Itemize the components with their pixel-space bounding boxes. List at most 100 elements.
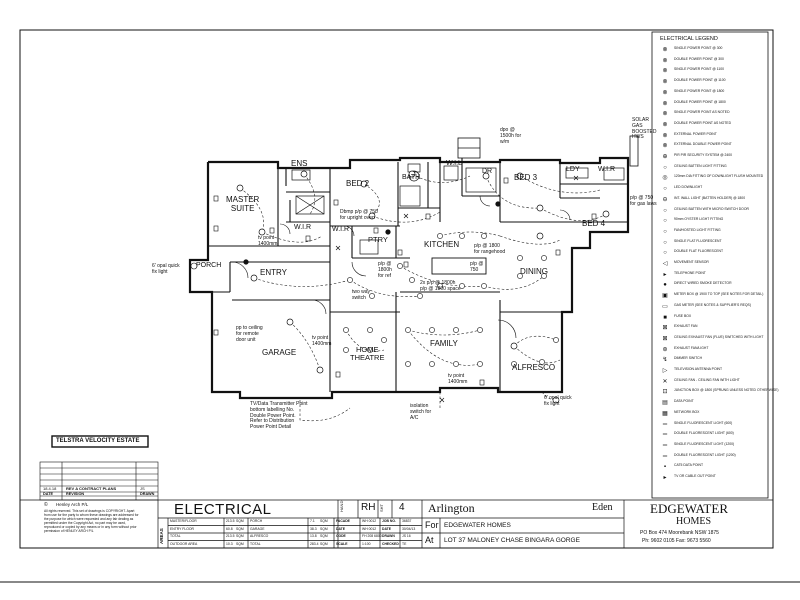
legend-label: CEILING FAN - CEILING FAN WITH LIGHT	[674, 377, 740, 382]
legend-label: EXTERNAL DOUBLE POWER POINT	[674, 142, 732, 147]
downlights	[343, 233, 559, 367]
legend-label: DOUBLE POWER POINT AS NOTED	[674, 120, 732, 125]
copyright-company: Henley Arch P/L	[56, 502, 89, 507]
ceiling-lights	[236, 170, 610, 374]
legend-label: SINGLE FLAT FLUORESCENT	[674, 238, 722, 243]
note-fridge: p/p @ 1800h for ref	[378, 261, 392, 279]
for-label: For	[425, 520, 439, 530]
legend-item: ⊗DOUBLE POWER POINT @ 1800	[656, 100, 766, 108]
legend-symbol-icon: ⊛	[662, 346, 668, 353]
room-label-ens: ENS	[291, 159, 308, 168]
note-dpo-washing-machine: dpo @ 1500h for w/m	[500, 127, 522, 145]
room-label-kitchen: KITCHEN	[424, 240, 460, 249]
legend-item: ▸TELEPHONE POINT	[656, 271, 766, 279]
legend-label: DOUBLE FLUORESCENT LIGHT (1200)	[674, 452, 736, 457]
legend-item: ■FUSE BOX	[656, 314, 766, 322]
legend-label: INT. WALL LIGHT (BATTEN HOLDER) @ 1800	[674, 195, 746, 200]
legend-label: EXHAUST FAN/LIGHT	[674, 345, 709, 350]
legend-item: ○LED DOWNLIGHT	[656, 185, 766, 193]
areas-cell: 213.5	[226, 519, 235, 523]
hand-label: HAND	[339, 500, 344, 512]
legend-item: ▣METER BOX @ 1900 TO TOP (SEE NOTES FOR …	[656, 292, 766, 300]
power-points	[213, 177, 597, 386]
legend-symbol-icon: ■	[663, 314, 667, 321]
room-label-entry: ENTRY	[260, 268, 287, 277]
job-cell: DATE	[382, 526, 391, 531]
legend-symbol-icon: ⊗	[662, 143, 668, 150]
legend-item: ○ SINGLE FLAT FLUORESCENT	[656, 239, 766, 247]
legend-symbol-icon: ═	[662, 421, 668, 428]
legend-label: CAT5 DATA POINT	[674, 463, 704, 468]
legend-label: METER BOX @ 1900 TO TOP (SEE NOTES FOR D…	[674, 292, 764, 297]
hand-value: RH	[361, 502, 376, 513]
room-label-bed2: BED 2	[346, 179, 370, 188]
legend-symbol-icon: ═	[662, 432, 668, 439]
areas-cell: 13.8	[310, 534, 317, 538]
legend-label: DATA POINT	[674, 399, 694, 404]
legend-label: GAS METER (SEE NOTES & SUPPLIER'S REQS)	[674, 302, 751, 307]
legend-label: DOUBLE POWER POINT @ 1800	[674, 99, 726, 104]
legend-item: ▸TV OR CABLE OUT POINT	[656, 474, 766, 482]
job-cell: 1:100	[362, 541, 371, 546]
company-address: PO Box 474 Moorebank NSW 1875	[640, 530, 719, 536]
job-cell: SCALE	[336, 541, 348, 546]
job-cell: WH 0012	[362, 519, 377, 523]
note-two-way-switch: two way switch	[352, 289, 371, 301]
legend-item: ○CEILING BATTEN WITH MICRO SWITCH DOOR	[656, 207, 766, 215]
copyright-logo: ©	[44, 502, 48, 508]
legend-label: DOUBLE FLAT FLUORESCENT	[674, 249, 724, 254]
note-remote-door: pp to ceiling for remote door unit	[236, 325, 263, 343]
room-label-porch: PORCH	[196, 262, 222, 269]
light-switches	[335, 175, 579, 403]
legend-item: ↯DIMMER SWITCH	[656, 356, 766, 364]
legend-label: DIRECT WIRED SMOKE DETECTOR	[674, 281, 732, 286]
legend-label: TV OR CABLE OUT POINT	[674, 474, 716, 478]
revision-header-drawn: DRAWN	[140, 492, 155, 496]
legend-symbol-icon: ⊠	[662, 325, 668, 332]
revision-drawn-by: JS	[140, 486, 145, 491]
legend-symbol-icon: ▤	[662, 400, 668, 407]
legend-symbol-icon: ═	[662, 442, 668, 449]
areas-cell: MASTER/FLOOR	[170, 519, 197, 523]
legend-item: ○90mm OYSTER LIGHT FITTING	[656, 217, 766, 225]
room-label-family: FAMILY	[430, 339, 458, 348]
title-block-grid	[20, 499, 773, 548]
legend-label: EXHAUST FAN	[674, 324, 698, 329]
legend-symbol-icon: ▭	[662, 303, 668, 310]
legend-label: SINGLE FLUORESCENT LIGHT (1200)	[674, 441, 735, 446]
legend-item: ⊗SINGLE POWER POINT @ 1800	[656, 89, 766, 97]
note-isolation-switch: isolation switch for A/C	[410, 403, 432, 421]
brand-name: EDGEWATER	[650, 501, 728, 516]
job-cell: FACADE	[336, 519, 350, 523]
legend-symbol-icon: ◁	[662, 261, 668, 267]
note-tv-data-point: TV/Data Transmitter Point bottom labelli…	[250, 401, 308, 430]
legend-symbol-icon: ○	[663, 239, 667, 246]
legend-label: LED DOWNLIGHT	[674, 185, 703, 190]
legend-item: ═SINGLE FLUORESCENT LIGHT (600)	[656, 421, 766, 429]
drawing-title: ELECTRICAL	[174, 501, 272, 518]
job-cell: JS 16	[402, 534, 411, 538]
job-cell: DRAWN	[382, 534, 395, 538]
areas-cell: SQM	[236, 541, 244, 546]
legend-item: ⊗SINGLE POWER POINT AS NOTED	[656, 110, 766, 118]
room-label-wil: W.I.L	[446, 160, 462, 167]
legend-label: DOUBLE FLUORESCENT LIGHT (600)	[674, 431, 734, 436]
legend-symbol-icon: ▸	[663, 271, 667, 278]
legend-title: ELECTRICAL LEGEND	[660, 36, 718, 42]
job-cell: DATE	[336, 526, 345, 531]
legend-item: ○FAN/HOSTED LIGHT FITTING	[656, 228, 766, 236]
room-label-wir-master: W.I.R	[294, 224, 312, 231]
areas-cell: 38.3	[310, 526, 317, 531]
legend-item: ▷TELEVISION ANTENNA POINT	[656, 367, 766, 375]
legend-label: NETWORK BOX	[674, 409, 700, 414]
legend-symbol-icon: ⊕	[662, 154, 668, 160]
legend-symbol-icon: ▦	[662, 410, 668, 417]
legend-label: SINGLE POWER POINT @ 1800	[674, 88, 725, 93]
job-cell: CODE	[336, 534, 346, 538]
areas-cell: 213.5	[226, 534, 235, 538]
legend-label: SINGLE POWER POINT @ 300	[674, 46, 723, 50]
legend-symbol-icon: ○	[663, 250, 667, 257]
legend-label: JUNCTION BOX @ 1800 (SPRUNG UNLESS NOTED…	[674, 388, 779, 393]
note-tv-family: tv point 1400mm	[448, 373, 468, 385]
